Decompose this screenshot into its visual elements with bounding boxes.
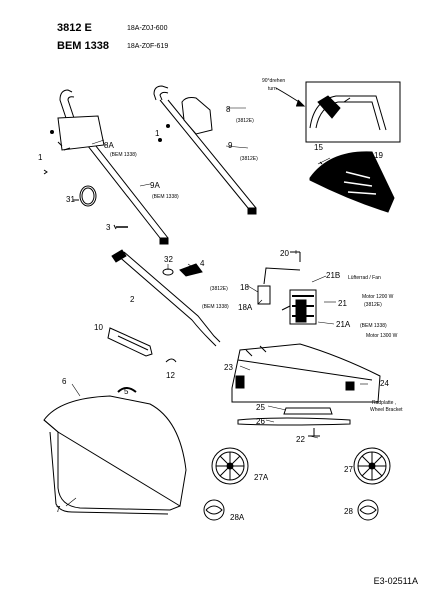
note-8a: (BEM 1338)	[110, 152, 137, 158]
callout-8: 8	[226, 105, 231, 114]
callout-18a: 18A	[238, 303, 253, 312]
callout-8a: 8A	[104, 141, 114, 150]
note-9a: (BEM 1338)	[152, 194, 179, 200]
upper-handle-bem1338	[57, 89, 169, 245]
callout-21a: 21A	[336, 320, 351, 329]
note-fan: Lüfterrad / Fan	[348, 275, 381, 281]
note-motor-2: (BEM 1338)	[360, 323, 387, 329]
callout-31: 31	[66, 195, 75, 204]
lower-handle	[111, 249, 221, 347]
note-wheel-bracket-1: Radplatte ,	[372, 400, 396, 406]
callout-2: 2	[130, 295, 135, 304]
grass-catcher	[43, 387, 187, 515]
note-motor-1b: (3812E)	[364, 302, 382, 308]
callout-32: 32	[164, 255, 173, 264]
blade-adapter	[283, 407, 333, 415]
callout-labels: 1 1 2 3 4 5 6 7 8 8A 9 9A 10 12 15 18 18…	[38, 105, 389, 522]
callout-18: 18	[240, 283, 249, 292]
mower-housing	[231, 343, 381, 403]
grass-catcher-lid	[309, 151, 395, 213]
wheel-front-right	[353, 447, 391, 485]
note-8: (3812E)	[236, 118, 254, 124]
callout-9: 9	[228, 141, 233, 150]
hub-cap-right	[357, 499, 379, 521]
note-18a: (BEM 1338)	[202, 304, 229, 310]
note-labels: (BEM 1338) (3812E) (3812E) (BEM 1338) 90…	[110, 78, 403, 413]
callout-26: 26	[256, 417, 265, 426]
motor	[281, 289, 317, 325]
callout-20: 20	[280, 249, 289, 258]
wheel-front-left	[211, 447, 249, 485]
callout-19: 19	[374, 151, 383, 160]
note-rotate-2: turn	[268, 86, 277, 92]
callout-24: 24	[380, 379, 389, 388]
leader-lines	[65, 107, 375, 507]
callout-10: 10	[94, 323, 103, 332]
note-rotate-1: 90°drehen	[262, 78, 285, 84]
callout-6: 6	[62, 377, 67, 386]
callout-22: 22	[296, 435, 305, 444]
callout-23: 23	[224, 363, 233, 372]
bolt	[290, 251, 301, 262]
callout-5: 5	[124, 387, 129, 396]
part-code-1: 18A-Z0J-600	[127, 25, 168, 32]
blade-bolt	[308, 428, 320, 437]
callout-15: 15	[314, 143, 323, 152]
callout-28: 28	[344, 507, 353, 516]
switch-rotation-inset	[275, 81, 401, 143]
hub-cap-left	[203, 499, 225, 521]
callout-9a: 9A	[150, 181, 160, 190]
callout-21: 21	[338, 299, 347, 308]
blade	[237, 417, 351, 426]
callout-1b: 1	[155, 129, 160, 138]
note-motor-2b: Motor 1300 W	[366, 333, 398, 339]
callout-27a: 27A	[254, 473, 269, 482]
callout-3: 3	[106, 223, 111, 232]
model-name-2: BEM 1338	[57, 40, 109, 52]
callout-1: 1	[38, 153, 43, 162]
callout-7: 7	[56, 505, 61, 514]
callout-27: 27	[344, 465, 353, 474]
callout-25: 25	[256, 403, 265, 412]
cable-holder	[107, 327, 153, 357]
note-18: (3812E)	[210, 286, 228, 292]
note-9: (3812E)	[240, 156, 258, 162]
model-name-1: 3812 E	[57, 22, 92, 34]
upper-handle-3812e	[153, 85, 257, 215]
capacitor	[257, 285, 271, 305]
note-wheel-bracket-2: Wheel Bracket	[370, 407, 403, 413]
cable-clip	[79, 185, 97, 207]
callout-4: 4	[200, 259, 205, 268]
callout-28a: 28A	[230, 513, 245, 522]
drawing-reference: E3-02511A	[373, 576, 418, 586]
note-motor-1: Motor 1200 W	[362, 294, 394, 300]
callout-12: 12	[166, 371, 175, 380]
part-code-2: 18A-Z0F-619	[127, 43, 169, 50]
hook	[165, 358, 177, 363]
callout-21b: 21B	[326, 271, 340, 280]
